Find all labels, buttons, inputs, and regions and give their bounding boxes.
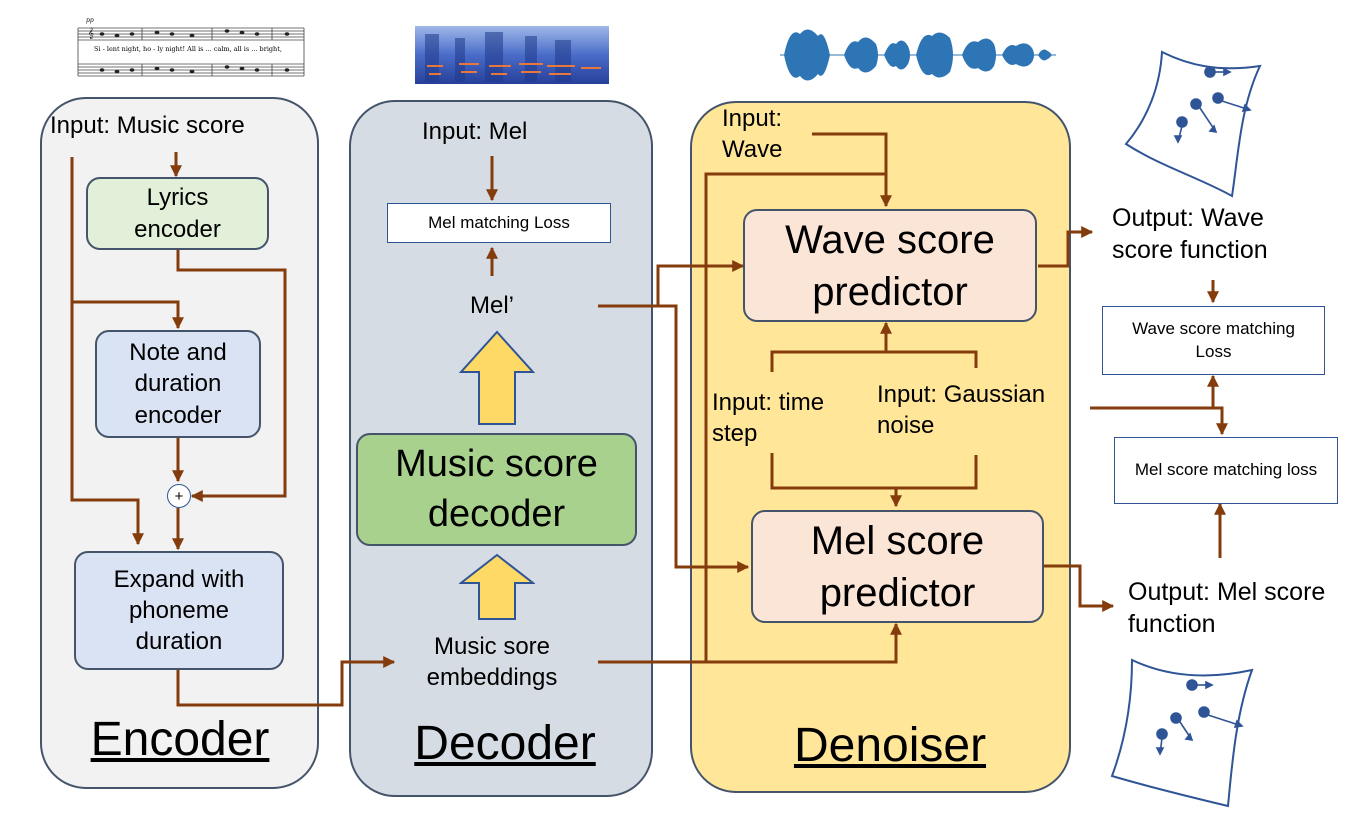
wave-score-matching-loss-box: Wave score matching Loss bbox=[1102, 306, 1325, 375]
wave-score-predictor-box: Wave score predictor bbox=[743, 209, 1037, 322]
gaussian-noise-label: Input: Gaussian noise bbox=[877, 380, 1046, 439]
sheet-music-dynamic: pp bbox=[86, 18, 94, 24]
mel-prime-label: Mel’ bbox=[470, 292, 515, 319]
plus-junction: + bbox=[167, 484, 191, 508]
time-step-label: Input: time step bbox=[712, 388, 825, 447]
sheet-music-lyrics: Si - lent night, ho - ly night! All is .… bbox=[94, 45, 282, 53]
music-score-embeddings-label: Music sore embeddings bbox=[426, 632, 558, 691]
denoiser-title: Denoiser bbox=[793, 719, 987, 772]
lyrics-encoder-box: Lyrics encoder bbox=[86, 177, 269, 250]
decoder-input-label: Input: Mel bbox=[422, 118, 528, 145]
block-arrow-lower bbox=[459, 553, 535, 620]
decoder-title: Decoder bbox=[414, 717, 596, 770]
wave-output-label: Output: Wave score function bbox=[1112, 203, 1268, 265]
sheet-music-image: 𝄞 pp Si - lent night, ho - ly night! All… bbox=[72, 18, 307, 86]
expand-phoneme-duration-box: Expand with phoneme duration bbox=[74, 551, 284, 670]
wave-score-field-image bbox=[1120, 48, 1270, 203]
mel-matching-loss-box: Mel matching Loss bbox=[387, 203, 611, 243]
block-arrow-upper bbox=[459, 330, 535, 425]
encoder-input-label: Input: Music score bbox=[50, 112, 245, 139]
mel-score-matching-loss-box: Mel score matching loss bbox=[1114, 437, 1338, 504]
waveform-image bbox=[780, 22, 1056, 88]
mel-output-label: Output: Mel score function bbox=[1128, 577, 1326, 639]
mel-score-field-image bbox=[1106, 654, 1262, 814]
svg-text:𝄞: 𝄞 bbox=[88, 27, 94, 39]
music-score-decoder-box: Music score decoder bbox=[356, 433, 637, 546]
note-duration-encoder-box: Note and duration encoder bbox=[95, 330, 261, 438]
spectrogram-image bbox=[415, 26, 609, 84]
input-wave-label: Input: Wave bbox=[722, 104, 783, 163]
encoder-title: Encoder bbox=[90, 713, 270, 766]
mel-score-predictor-box: Mel score predictor bbox=[751, 510, 1044, 623]
